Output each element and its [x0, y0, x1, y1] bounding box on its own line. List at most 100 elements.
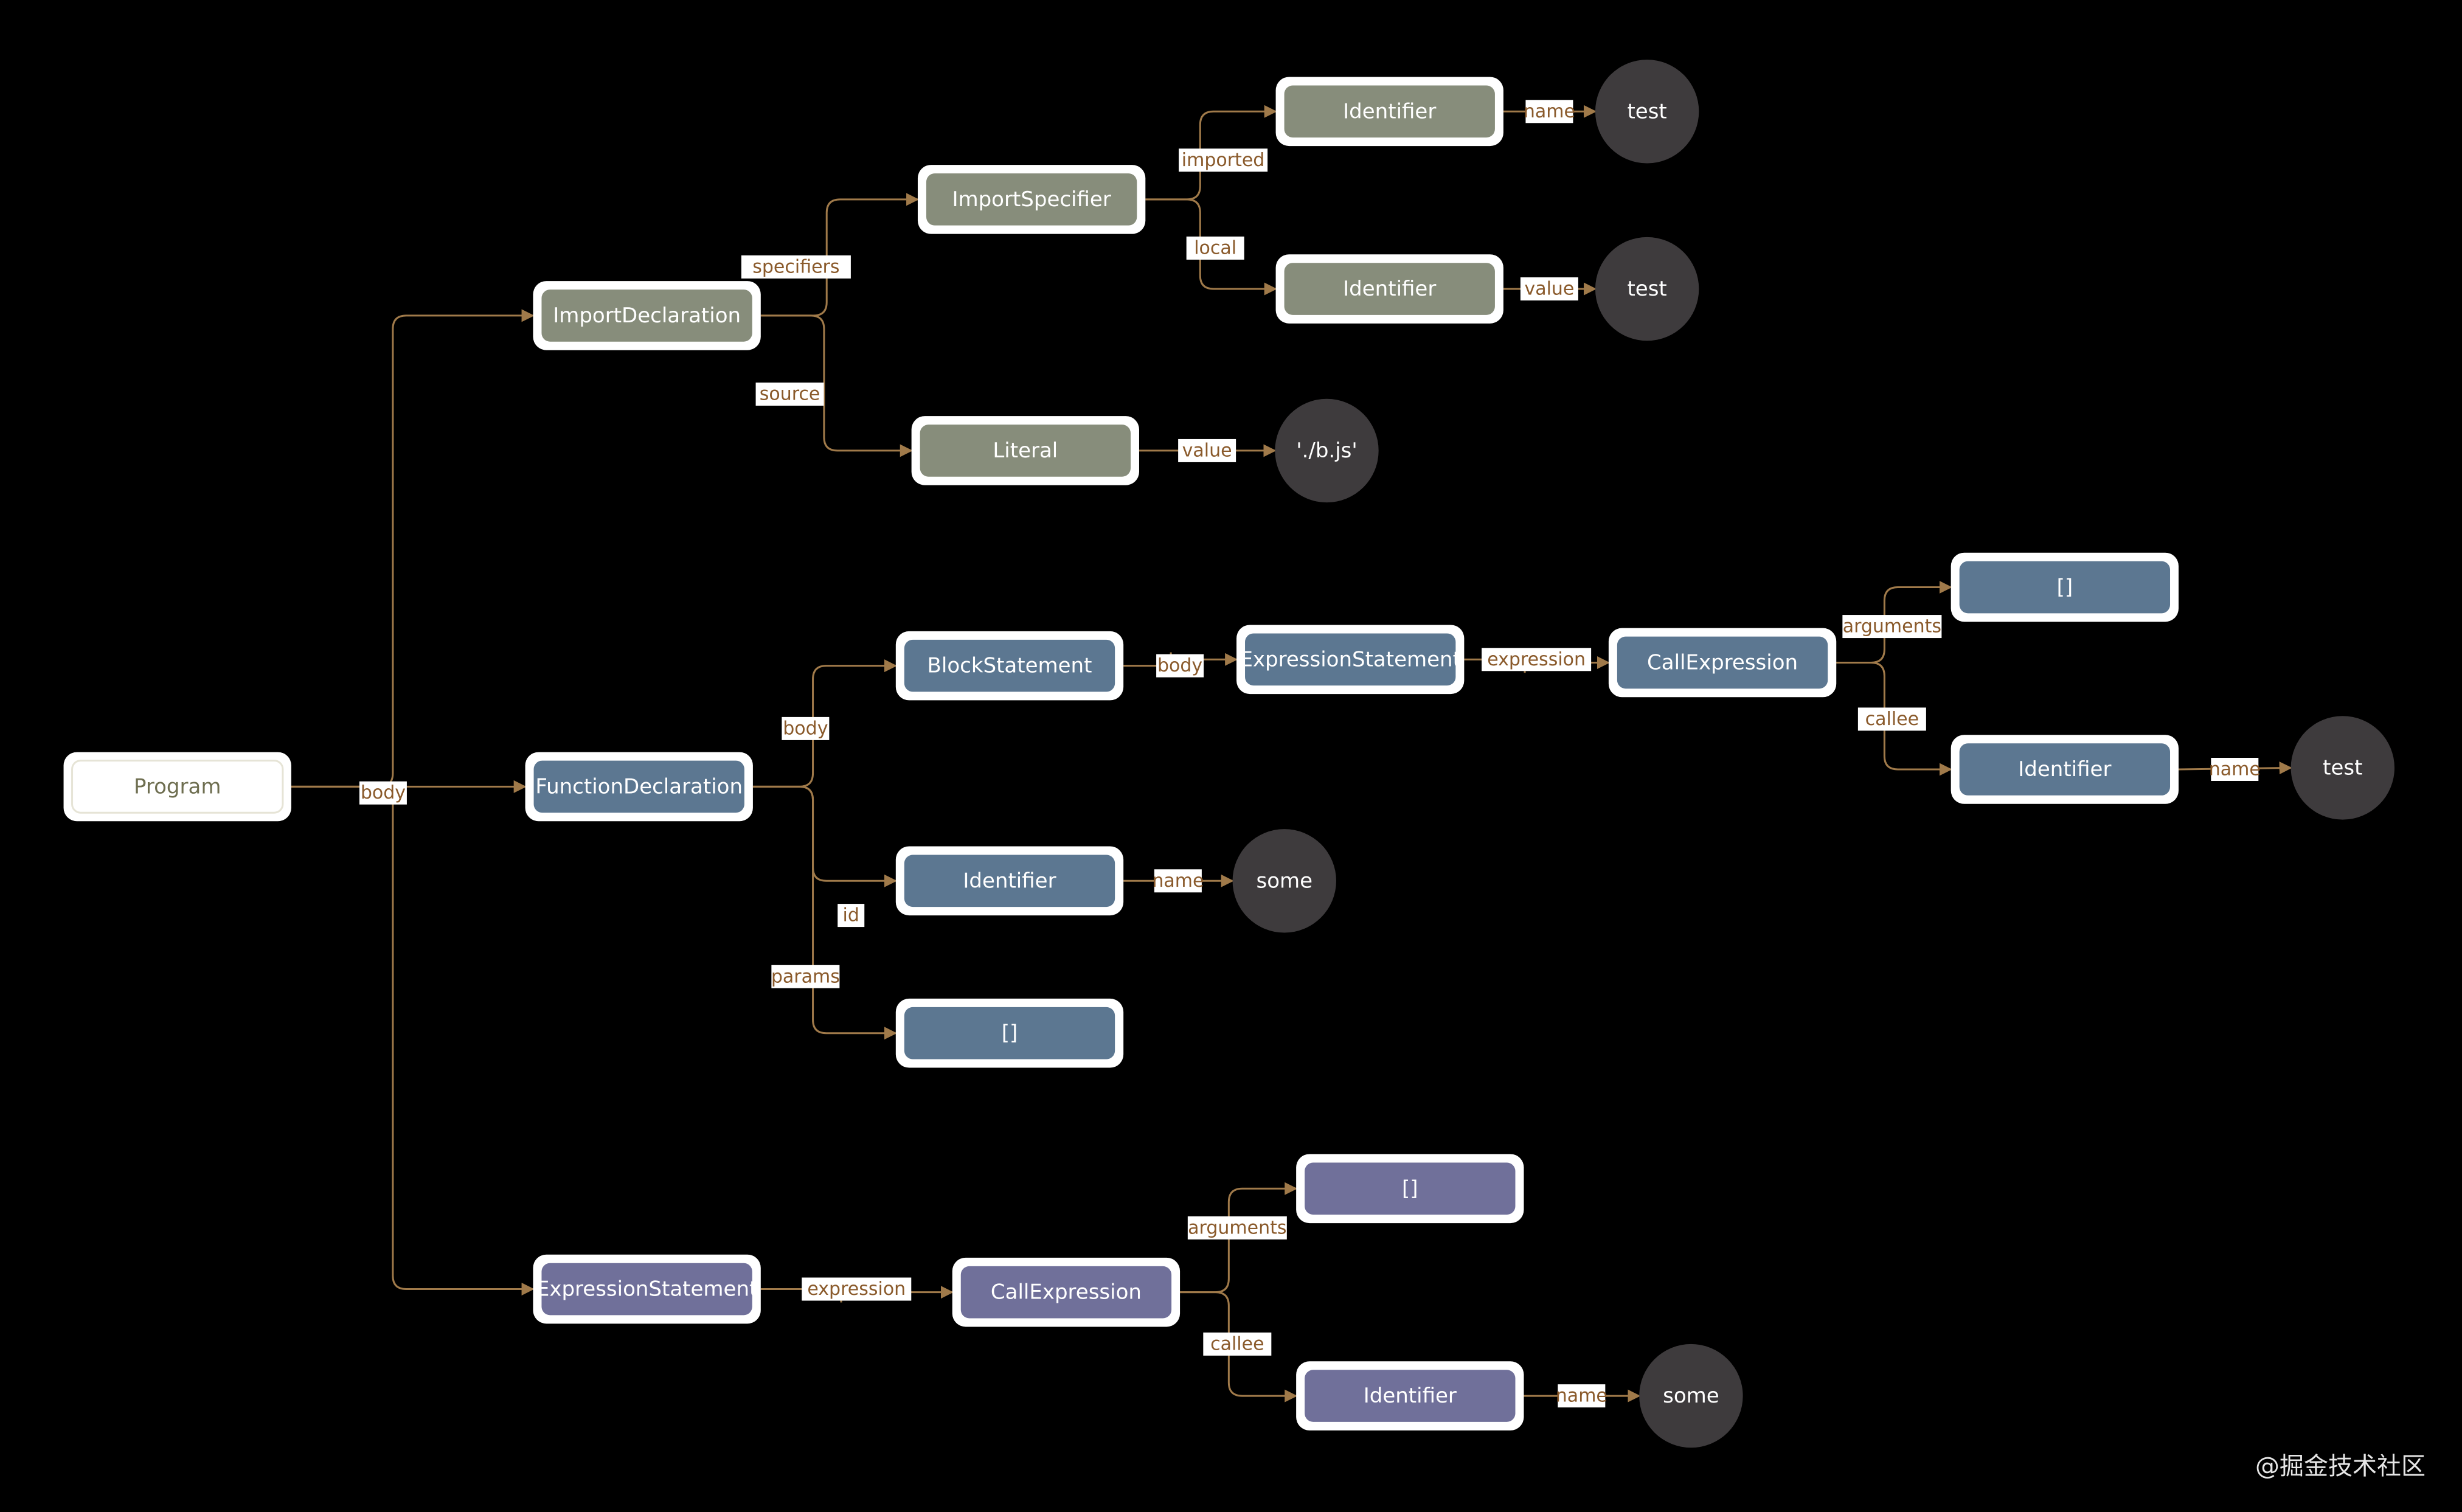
- edge-label-text: body: [1157, 655, 1202, 676]
- node-fill: [1617, 636, 1828, 689]
- edge-label-text: expression: [807, 1278, 906, 1300]
- edge-label-bg: [741, 255, 851, 279]
- node-id_func[interactable]: Identifier: [895, 846, 1124, 916]
- edge-label: callee: [1857, 707, 1926, 731]
- edge-labels-layer: body specifiers source imported local name val…: [359, 100, 2261, 1408]
- edge-label-bg: [1187, 1216, 1287, 1240]
- edge-program-to-import_decl: [291, 309, 535, 788]
- edge-label: body: [1156, 654, 1204, 678]
- node-label: Literal: [993, 439, 1058, 463]
- node-expr_stmt_inner[interactable]: ExpressionStatement: [1236, 625, 1465, 695]
- edge-label-text: local: [1194, 237, 1236, 258]
- edge-program-to-expr_stmt: [291, 785, 535, 1296]
- edge-label: name: [2209, 758, 2261, 781]
- edge-label-bg: [1186, 236, 1244, 260]
- node-label: test: [1627, 277, 1666, 301]
- edge-call_outer-to-args_outer: [1180, 1182, 1298, 1294]
- node-label: some: [1663, 1384, 1719, 1408]
- edge-label-text: expression: [1487, 649, 1586, 670]
- node-id_local[interactable]: Identifier: [1275, 254, 1503, 324]
- node-label: './b.js': [1296, 439, 1358, 463]
- edge-label-bg: [782, 716, 830, 740]
- node-val_some2[interactable]: some: [1639, 1344, 1743, 1448]
- edge-label-text: source: [760, 383, 820, 404]
- node-fill: [1284, 263, 1495, 315]
- node-args_outer[interactable]: []: [1296, 1154, 1524, 1224]
- node-args_inner[interactable]: []: [1951, 552, 2179, 622]
- edge-label-text: value: [1182, 440, 1232, 461]
- node-label: Identifier: [1364, 1384, 1457, 1408]
- node-program[interactable]: Program: [63, 752, 291, 822]
- node-label: some: [1256, 869, 1312, 893]
- node-label: Identifier: [2018, 757, 2111, 782]
- node-params[interactable]: []: [895, 998, 1124, 1068]
- node-val_some1[interactable]: some: [1232, 829, 1336, 933]
- node-expr_stmt[interactable]: ExpressionStatement: [533, 1254, 761, 1324]
- node-val_test1[interactable]: test: [1595, 60, 1699, 164]
- edge-label-bg: [1857, 707, 1926, 731]
- node-fill: [533, 760, 744, 813]
- edge-label: value: [1178, 439, 1236, 462]
- node-label: Identifier: [1343, 277, 1436, 301]
- node-id_callee_inner[interactable]: Identifier: [1951, 735, 2179, 804]
- node-label: []: [2057, 575, 2073, 600]
- edge-label: value: [1520, 277, 1578, 301]
- edge-label: arguments: [1842, 615, 1942, 639]
- edge-label-text: arguments: [1843, 616, 1941, 637]
- edge-label: id: [837, 904, 865, 928]
- node-import_spec[interactable]: ImportSpecifier: [917, 165, 1146, 234]
- edge-label-bg: [1203, 1332, 1272, 1356]
- edge-label: imported: [1179, 148, 1268, 172]
- node-label: ImportSpecifier: [952, 187, 1111, 212]
- node-id_imported[interactable]: Identifier: [1275, 77, 1503, 147]
- value-circle: [1639, 1344, 1743, 1448]
- edge-label-bg: [802, 1277, 912, 1301]
- value-circle: [1595, 237, 1699, 341]
- edge-label: callee: [1203, 1332, 1272, 1356]
- edge-label-text: name: [1524, 101, 1575, 122]
- edge-label: body: [782, 716, 830, 740]
- node-label: Identifier: [963, 869, 1056, 893]
- edge-label-bg: [2211, 758, 2259, 781]
- node-fill: [904, 855, 1115, 907]
- watermark: @掘金技术社区: [2255, 1452, 2426, 1480]
- value-circle: [1275, 398, 1379, 503]
- node-literal[interactable]: Literal: [911, 416, 1139, 485]
- node-block_stmt[interactable]: BlockStatement: [895, 631, 1124, 701]
- node-func_decl[interactable]: FunctionDeclaration: [525, 752, 753, 822]
- node-label: BlockStatement: [928, 654, 1092, 678]
- node-fill: [1245, 633, 1456, 686]
- node-fill: [1959, 561, 2171, 614]
- node-label: test: [1627, 99, 1666, 123]
- edge-label: body: [359, 781, 407, 805]
- node-fill: [926, 173, 1137, 226]
- node-fill: [1305, 1370, 1516, 1422]
- node-val_test3[interactable]: test: [2290, 716, 2394, 820]
- node-label: ImportDeclaration: [553, 303, 741, 328]
- node-id_callee_outer[interactable]: Identifier: [1296, 1361, 1524, 1431]
- edge-label-bg: [1154, 869, 1202, 893]
- node-call_outer[interactable]: CallExpression: [952, 1257, 1181, 1327]
- node-fill: [1305, 1162, 1516, 1215]
- edge-label-text: arguments: [1188, 1217, 1286, 1238]
- nodes-layer: ProgramImportDeclarationImportSpecifierI…: [63, 60, 2394, 1448]
- edge-label-text: id: [843, 905, 859, 926]
- edge-label-text: specifiers: [752, 256, 839, 277]
- edge-label-bg: [1558, 1384, 1606, 1408]
- node-fill: [71, 760, 284, 814]
- node-val_bjs[interactable]: './b.js': [1275, 398, 1379, 503]
- node-import_decl[interactable]: ImportDeclaration: [533, 281, 761, 350]
- node-call_inner[interactable]: CallExpression: [1608, 628, 1837, 698]
- edge-import_decl-to-literal: [760, 314, 913, 457]
- node-val_test2[interactable]: test: [1595, 237, 1699, 341]
- node-label: Program: [134, 774, 221, 799]
- node-label: CallExpression: [1647, 650, 1798, 675]
- edge-label: expression: [1482, 648, 1592, 671]
- edge-label-text: value: [1524, 279, 1574, 300]
- node-label: []: [1402, 1176, 1418, 1201]
- node-fill: [960, 1266, 1172, 1319]
- edge-label-text: name: [1556, 1385, 1607, 1407]
- node-label: Identifier: [1343, 99, 1436, 123]
